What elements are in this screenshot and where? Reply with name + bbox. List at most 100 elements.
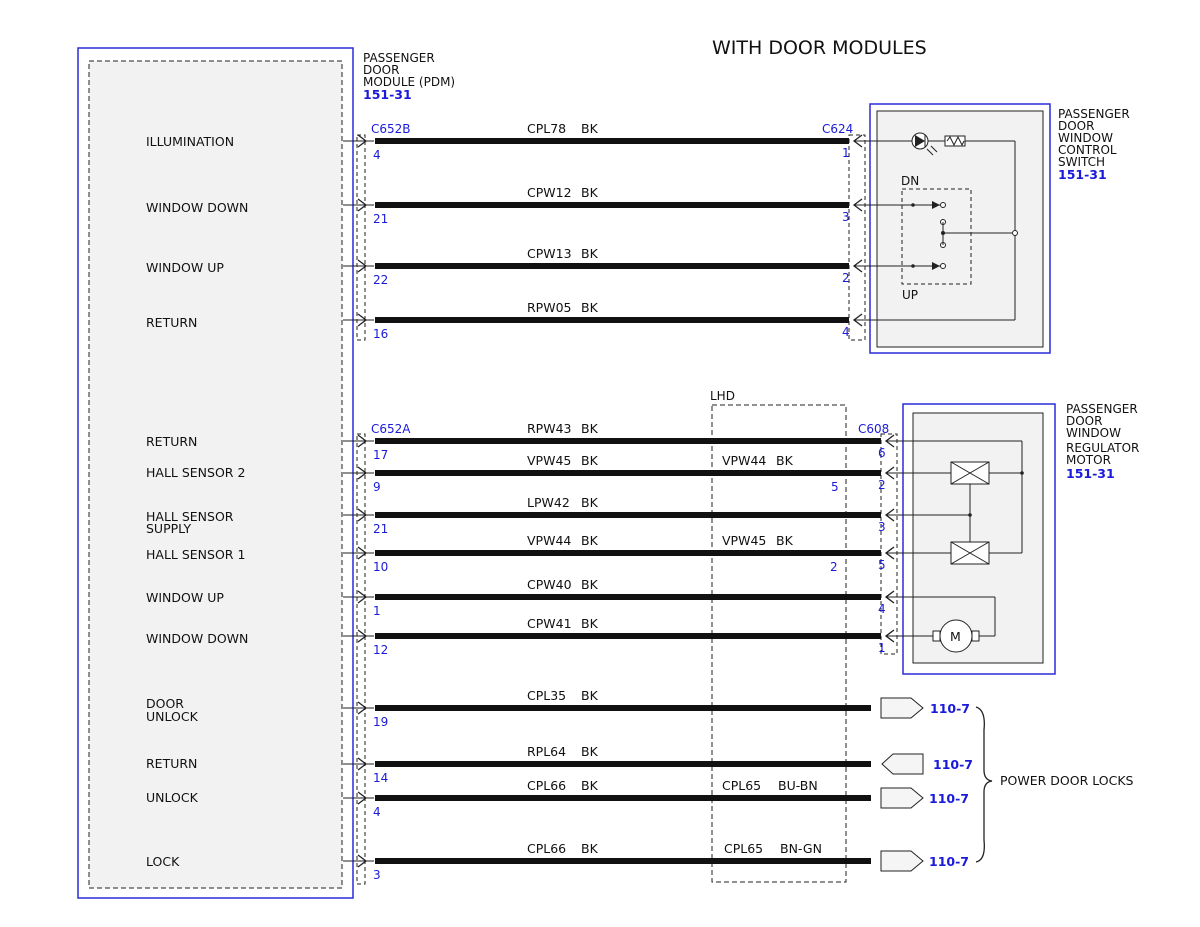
circuit-label: CPL35: [527, 688, 566, 703]
page-ref-arrow-icon: [880, 697, 924, 719]
lhd-circuit-label: VPW45: [722, 533, 766, 548]
circuit-color: BK: [581, 841, 599, 856]
signal-label: HALL SENSOR: [146, 509, 234, 524]
page-reference-link[interactable]: 110-7: [933, 757, 973, 772]
pdm-pin-number: 22: [373, 273, 388, 287]
circuit-label: RPW43: [527, 421, 572, 436]
device-pin-number: 5: [878, 558, 886, 572]
motor-ref: 151-31: [1066, 466, 1115, 481]
circuit-label: LPW42: [527, 495, 570, 510]
circuit-color: BK: [581, 121, 599, 136]
connector-chevron-icon: [852, 134, 863, 148]
lhd-circuit-color: BU-BN: [778, 778, 818, 793]
connector-chevron-icon: [884, 629, 895, 643]
circuit-color: BK: [581, 246, 599, 261]
connector-chevron-icon: [884, 466, 895, 480]
connector-chevron-icon: [884, 508, 895, 522]
circuit-label: CPL66: [527, 778, 566, 793]
pdm-pin-number: 17: [373, 448, 388, 462]
connector-chevron-icon: [884, 434, 895, 448]
device-pin-number: 1: [842, 146, 850, 160]
circuit-color: BK: [581, 778, 599, 793]
signal-label: SUPPLY: [146, 521, 191, 536]
circuit-color: BK: [581, 577, 599, 592]
signal-label: WINDOW UP: [146, 590, 224, 605]
circuit-label: CPW40: [527, 577, 572, 592]
motor-symbol: M: [950, 629, 961, 644]
page-ref-arrow-icon: [880, 850, 924, 872]
circuit-color: BK: [581, 744, 599, 759]
connector-c624-outline: [848, 134, 866, 341]
switch-ref: 151-31: [1058, 167, 1107, 182]
connector-chevron-icon: [884, 546, 895, 560]
signal-label: WINDOW DOWN: [146, 631, 248, 646]
lhd-circuit-color: BN-GN: [780, 841, 822, 856]
connector-chevron-icon: [357, 434, 368, 448]
connector-chevron-icon: [852, 259, 863, 273]
connector-c624: C624: [822, 122, 853, 136]
signal-label: WINDOW DOWN: [146, 200, 248, 215]
pdm-pin-number: 1: [373, 604, 381, 618]
circuit-color: BK: [581, 533, 599, 548]
circuit-label: VPW45: [527, 453, 571, 468]
connector-chevron-icon: [357, 791, 368, 805]
device-pin-number: 3: [878, 520, 886, 534]
pdm-pin-number: 19: [373, 715, 388, 729]
circuit-label: CPW41: [527, 616, 572, 631]
connector-chevron-icon: [357, 134, 368, 148]
page-ref-arrow-icon: [880, 787, 924, 809]
pdm-pin-number: 21: [373, 212, 388, 226]
circuit-color: BK: [581, 688, 599, 703]
circuit-color: BK: [581, 185, 599, 200]
circuit-label: RPW05: [527, 300, 572, 315]
signal-label: HALL SENSOR 1: [146, 547, 245, 562]
lhd-circuit-label: CPL65: [724, 841, 763, 856]
switch-name: PASSENGER DOOR WINDOW CONTROL SWITCH: [1058, 107, 1134, 169]
lhd-circuit-label: VPW44: [722, 453, 766, 468]
wire-row: RETURN RPW43 BK 17 6: [146, 421, 895, 462]
connector-c652b: C652B: [371, 122, 411, 136]
page-reference-link[interactable]: 110-7: [930, 701, 970, 716]
signal-label: DOOR: [146, 696, 184, 711]
connector-chevron-icon: [357, 590, 368, 604]
connector-c652b-outline: [356, 134, 366, 341]
diagram-title: WITH DOOR MODULES: [712, 37, 927, 59]
switch-dn-label: DN: [901, 174, 919, 188]
circuit-color: BK: [581, 421, 599, 436]
switch-dashed-box: [901, 188, 972, 285]
circuit-color: BK: [581, 495, 599, 510]
connector-chevron-icon: [357, 701, 368, 715]
pdm-pin-number: 4: [373, 148, 381, 162]
pdm-pin-number: 3: [373, 868, 381, 882]
device-pin-number: 6: [878, 446, 886, 460]
pdm-pin-number: 14: [373, 771, 388, 785]
pdm-module: [77, 47, 354, 899]
circuit-label: CPL66: [527, 841, 566, 856]
circuit-label: CPW12: [527, 185, 572, 200]
page-ref-arrow-icon: [881, 753, 924, 775]
page-reference-link[interactable]: 110-7: [929, 791, 969, 806]
page-reference-link[interactable]: 110-7: [929, 854, 969, 869]
signal-label: RETURN: [146, 434, 197, 449]
device-pin-number: 4: [878, 602, 886, 616]
motor-name: PASSENGER DOOR WINDOW REGULATOR MOTOR: [1066, 402, 1143, 467]
connector-chevron-icon: [852, 198, 863, 212]
connector-chevron-icon: [357, 546, 368, 560]
connector-chevron-icon: [852, 313, 863, 327]
connector-chevron-icon: [357, 198, 368, 212]
window-regulator-motor: [887, 403, 1056, 675]
wire-row: WINDOW UP CPW40 BK 1 4: [146, 577, 895, 618]
power-door-locks-label: POWER DOOR LOCKS: [1000, 773, 1134, 788]
switch-up-label: UP: [902, 288, 918, 302]
